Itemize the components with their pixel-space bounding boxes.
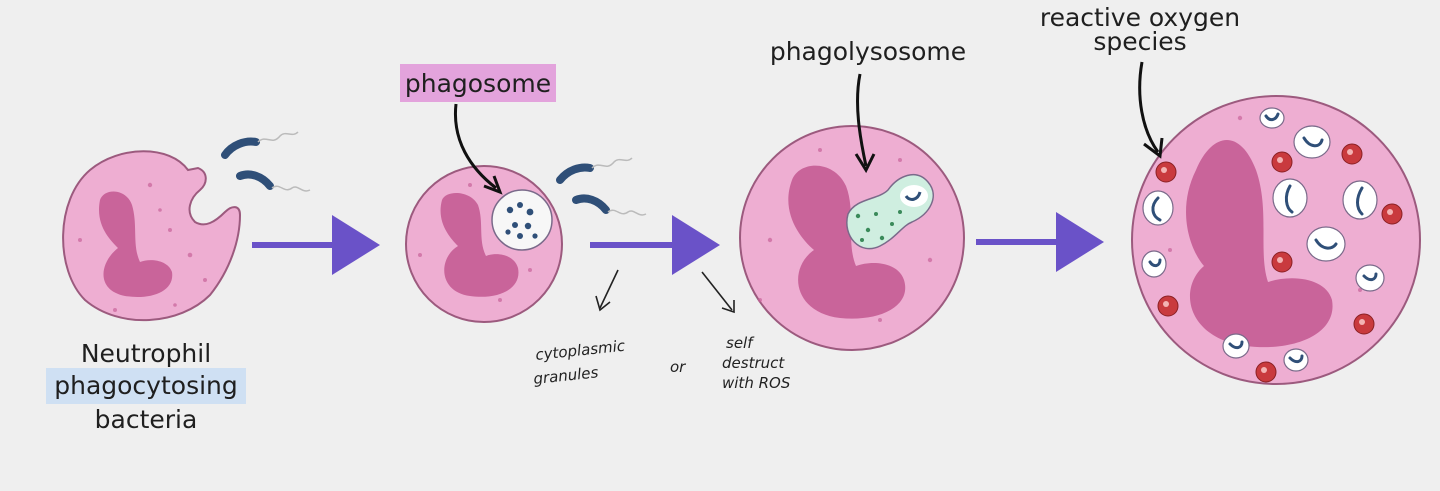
vesicle-bacteria	[1148, 112, 1378, 364]
digested-bacterium	[904, 191, 922, 201]
stage-3-phagolysosome	[739, 125, 965, 351]
phagosome-pointer-head	[483, 175, 503, 195]
neutrophil-caption-line1: Neutrophil	[81, 339, 211, 368]
vesicle-core	[900, 185, 928, 207]
granules-3	[758, 148, 933, 322]
phagosome-vesicle	[491, 189, 553, 251]
stage-1-neutrophil	[62, 131, 311, 322]
neutrophil-caption-line3: bacteria	[95, 405, 198, 434]
branch-arrow-left-head	[595, 295, 611, 312]
branch-arrow-right	[701, 271, 733, 311]
ros-pointer-arrow	[1138, 61, 1160, 153]
nucleus-2	[440, 193, 519, 297]
ros-label-line2: species	[1093, 27, 1186, 56]
phagolysosome-pointer-head	[854, 153, 876, 174]
note-destruct: destruct	[722, 354, 785, 372]
ros-molecule-highlights	[1161, 149, 1393, 373]
ros-label-line1: reactive oxygen	[1040, 3, 1240, 32]
note-cytoplasmic: cytoplasmic	[535, 337, 627, 364]
branch-arrow-left	[599, 269, 619, 309]
stage-4-ros	[1131, 95, 1421, 385]
phagosome-label: phagosome	[405, 69, 551, 98]
engulfed-bacteria	[505, 202, 538, 239]
nucleus-4	[1186, 139, 1333, 348]
bacterium	[572, 194, 647, 216]
neutrophil-caption-line2: phagocytosing	[54, 371, 238, 400]
phagolysosome-pointer-arrow	[856, 73, 868, 167]
granules-1	[78, 182, 207, 312]
note-or: or	[670, 358, 686, 376]
stage-2-phagosome	[405, 157, 647, 323]
bacterium	[221, 131, 299, 159]
note-with-ros: with ROS	[722, 374, 791, 392]
phagolysosome-label: phagolysosome	[770, 37, 966, 66]
phagocytosing-highlight	[46, 368, 246, 404]
bacterium	[236, 170, 311, 192]
vesicles	[1141, 107, 1385, 372]
phagosome-label-highlight	[400, 64, 556, 102]
nucleus-3	[788, 165, 906, 319]
phagosome-pointer-arrow	[453, 103, 497, 190]
note-granules: granules	[533, 363, 600, 388]
nucleus-1	[99, 191, 173, 297]
ros-pointer-head	[1143, 137, 1164, 159]
branch-arrow-right-head	[721, 300, 735, 314]
note-self: self	[726, 334, 755, 352]
bacterium	[556, 157, 633, 184]
enzyme-granules	[855, 210, 902, 242]
